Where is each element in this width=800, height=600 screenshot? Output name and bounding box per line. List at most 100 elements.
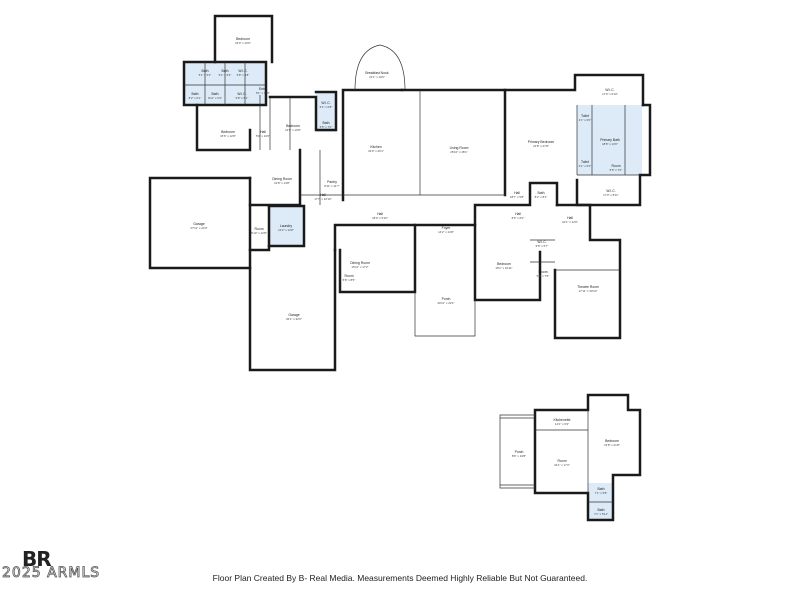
room-dimensions: 17'0" x 6'10"	[602, 92, 618, 96]
room-dimensions: 9'11" x 6'4"	[208, 96, 222, 100]
room-name: Room	[611, 164, 620, 168]
room-dimensions: 5'1" x 5'4"	[219, 73, 232, 77]
room-dimensions: 4'1" x 6'0"	[579, 164, 592, 168]
floor-plan-disclaimer: Floor Plan Created By B- Real Media. Mea…	[212, 573, 588, 583]
room-dimensions: 14'2" x 14'8"	[438, 230, 454, 234]
room-name: Pantry	[327, 180, 337, 184]
room-name: Hall	[320, 193, 326, 197]
copyright-watermark: 2025 ARMLS	[2, 565, 101, 582]
room-dimensions: 8'11" x 11'7"	[324, 184, 339, 188]
room-name: Hall	[377, 212, 383, 216]
room-dimensions: 5'1" x 10'0"	[256, 91, 270, 95]
room-name: Hall	[260, 130, 266, 134]
room-dimensions: 5'1" x 5'2"	[199, 73, 212, 77]
room-name: Kitchenette	[554, 418, 571, 422]
room-name: Toilet	[581, 114, 589, 118]
room-name: Laundry	[280, 224, 293, 228]
room-name: Primary Bath	[600, 138, 620, 142]
room-dimensions: 8'2" x 8'1"	[535, 195, 548, 199]
room-name: Theatre Room	[577, 285, 599, 289]
room-dimensions: 5'8" x 7'5"	[537, 274, 550, 278]
room-dimensions: 7'1" x 5'8"	[595, 491, 608, 495]
room-name: Bath	[538, 191, 545, 195]
room-dimensions: 16'1" x 17'2"	[554, 463, 570, 467]
room-name: Bedroom	[605, 439, 619, 443]
main-house-walls	[148, 14, 652, 372]
room-dimensions: 12'2" x 12'8"	[278, 228, 294, 232]
room-name: Room	[538, 270, 547, 274]
room-dimensions: 4'1" x 6'0"	[579, 118, 592, 122]
room-dimensions: 5'8" x 4'8"	[237, 73, 250, 77]
room-name: Porch	[442, 297, 451, 301]
room-dimensions: 6'1" x 6'8"	[320, 105, 333, 109]
room-name: W.I.C.	[537, 240, 546, 244]
room-name: Bedroom	[286, 124, 300, 128]
room-name: Living Room	[450, 146, 469, 150]
room-dimensions: 10'1" x 12'6"	[562, 220, 578, 224]
room-name: Hall	[515, 212, 521, 216]
room-dimensions: 12'6" x 16'8"	[285, 128, 301, 132]
room-name: Porch	[515, 450, 524, 454]
room-name: Room	[254, 227, 263, 231]
room-dimensions: 8'6" x 6'0"	[512, 216, 525, 220]
room-name: Bedroom	[236, 37, 250, 41]
room-name: Bedroom	[221, 130, 235, 134]
room-dimensions: 5'5" x 7'0"	[320, 125, 333, 129]
room-dimensions: 40'11" x 22'1"	[437, 301, 454, 305]
room-dimensions: 5'8" x 6'1"	[236, 96, 249, 100]
room-dimensions: 14'1" x 6'3"	[555, 422, 569, 426]
room-dimensions: 7'1" x 5'11"	[594, 512, 608, 516]
room-dimensions: 5'0" x 10'0"	[256, 134, 270, 138]
room-name: Primary Bedroom	[528, 140, 555, 144]
room-name: Bath	[222, 69, 229, 73]
room-dimensions: 21'8" x 27'8"	[533, 144, 549, 148]
room-dimensions: 25'10" x 28'1"	[450, 150, 467, 154]
room-dimensions: 18'7" x 5'8"	[510, 195, 524, 199]
room-dimensions: 5'8" x 5'7"	[536, 244, 549, 248]
room-dimensions: 18'8" x 13'0"	[602, 142, 618, 146]
room-dimensions: 15'0" x 16'6"	[235, 41, 251, 45]
room-dimensions: 13'8" x 21'8"	[604, 443, 620, 447]
room-name: Bedroom	[497, 262, 511, 266]
room-name: Kitchen	[370, 145, 381, 149]
room-name: W.I.C.	[237, 92, 246, 96]
room-name: Foyer	[442, 226, 452, 230]
room-dimensions: 17'11" x 30'10"	[579, 289, 598, 293]
brand-logo: BR	[22, 547, 52, 571]
room-dimensions: 15'11" x 17'2"	[351, 265, 368, 269]
room-dimensions: 18'0" x 5'10"	[372, 216, 388, 220]
room-dimensions: 8'6" x 19'8"	[512, 454, 526, 458]
room-name: W.I.C.	[605, 88, 614, 92]
room-dimensions: 5'8" x 8'5"	[343, 278, 356, 282]
room-name: Toilet	[581, 160, 589, 164]
room-name: Breakfast Nook	[365, 71, 388, 75]
room-dimensions: 8'2" x 6'1"	[189, 96, 202, 100]
room-name: W.I.C.	[238, 69, 247, 73]
guest-house-walls	[499, 393, 642, 522]
room-name: Garage	[288, 313, 299, 317]
room-name: Bath	[212, 92, 219, 96]
room-name: W.I.C.	[321, 101, 330, 105]
room-name: Entry	[259, 87, 267, 91]
room-dimensions: 17'7" x 10'10"	[314, 197, 331, 201]
room-dimensions: 12'1" x 10'0"	[369, 75, 385, 79]
room-name: Room	[344, 274, 353, 278]
room-dimensions: 26'1" x 32'6"	[286, 317, 302, 321]
room-dimensions: 15'1" x 19'11"	[495, 266, 512, 270]
room-name: Bath	[598, 487, 605, 491]
room-name: Bath	[202, 69, 209, 73]
room-dimensions: 19'0" x 26'1"	[368, 149, 384, 153]
room-dimensions: 17'0" x 8'11"	[603, 193, 619, 197]
room-name: W.I.C.	[606, 189, 615, 193]
room-name: Dining Room	[272, 177, 292, 181]
room-name: Room	[557, 459, 566, 463]
room-dimensions: 12'8" x 14'8"	[274, 181, 290, 185]
room-name: Dining Room	[350, 261, 370, 265]
room-name: Bath	[598, 508, 605, 512]
room-dimensions: 5'5" x 7'0"	[610, 168, 623, 172]
room-name: Hall	[514, 191, 520, 195]
room-name: Bath	[192, 92, 199, 96]
room-name: Bath	[323, 121, 330, 125]
